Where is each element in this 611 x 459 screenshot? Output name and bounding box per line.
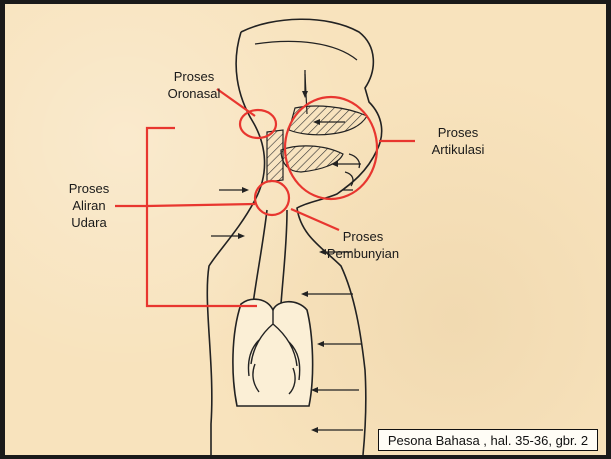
pembunyian-leader	[291, 209, 339, 230]
highlight-annotations	[115, 89, 415, 306]
pembunyian-circle	[255, 181, 289, 215]
aliran-bracket	[147, 128, 257, 306]
aliran-leader-to-circle	[147, 204, 255, 206]
label-proses-aliran-udara: Proses Aliran Udara	[59, 180, 119, 231]
label-proses-artikulasi: Proses Artikulasi	[423, 124, 493, 158]
pharynx-hatch	[267, 130, 283, 182]
source-caption: Pesona Bahasa , hal. 35-36, gbr. 2	[378, 429, 598, 451]
label-proses-oronasal: Proses Oronasal	[159, 68, 229, 102]
lips-teeth	[343, 154, 360, 190]
tongue-hatch	[281, 146, 343, 172]
trachea	[253, 210, 287, 304]
label-proses-pembunyian: Proses Pembunyian	[323, 228, 403, 262]
slide: Proses Oronasal Proses Artikulasi Proses…	[5, 4, 606, 455]
skull-line	[255, 41, 357, 60]
